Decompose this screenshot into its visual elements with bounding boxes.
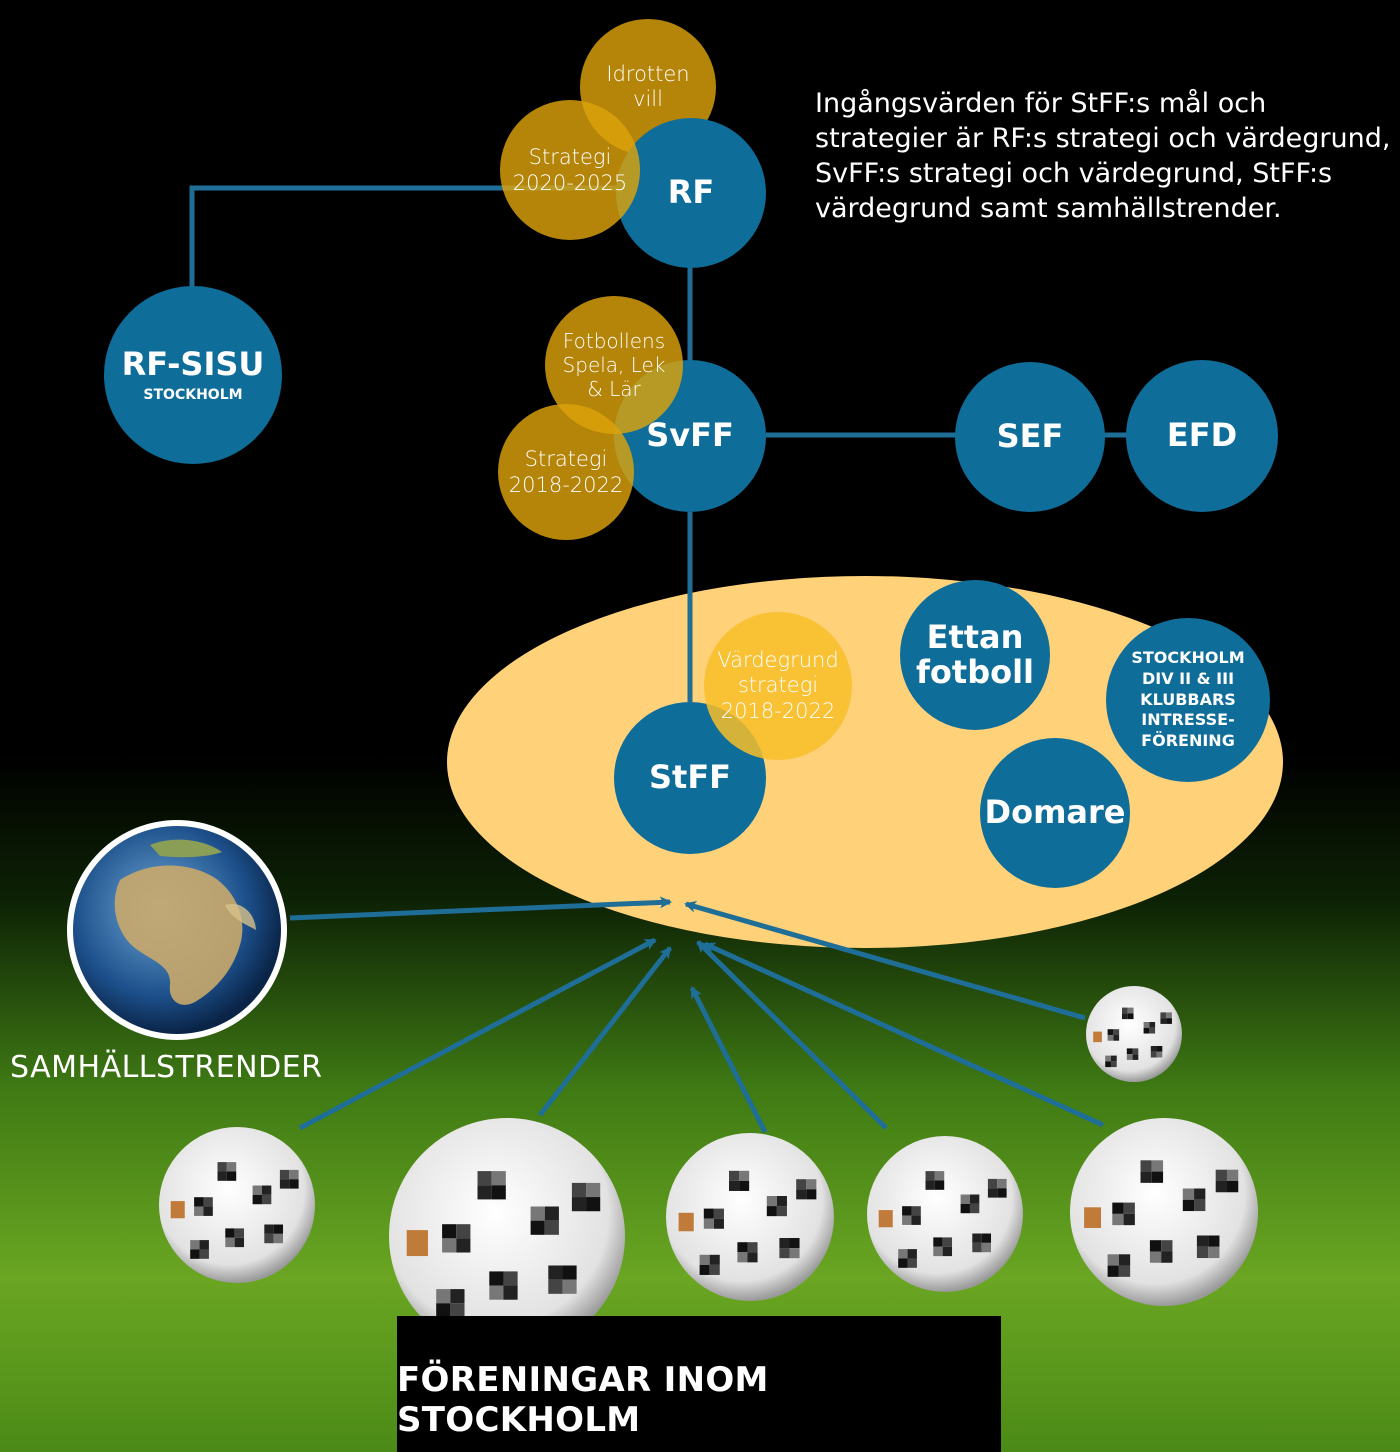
fotbollens-circle: Fotbollens Spela, Lek & Lär [545, 296, 683, 434]
globe-icon [67, 820, 287, 1040]
footer-label: FÖRENINGAR INOM STOCKHOLM [397, 1360, 769, 1440]
soccer-ball-icon [1070, 1118, 1258, 1306]
input-arrows [289, 896, 1105, 1134]
soccer-ball-icon [159, 986, 1258, 1354]
stff-vardegrund-circle: Värdegrund strategi 2018-2022 [704, 612, 852, 760]
rf-node: RF [616, 118, 766, 268]
soccer-ball-icon [666, 1133, 834, 1301]
efd-node: EFD [1126, 360, 1278, 512]
rf-strategy-circle: Strategi 2020-2025 [500, 100, 640, 240]
sef-node: SEF [955, 362, 1105, 512]
intro-text: Ingångsvärden för StFF:s mål och strateg… [815, 88, 1391, 225]
soccer-ball-icon [389, 1118, 625, 1354]
soccer-ball-icon [159, 1127, 315, 1283]
klubbar-node: STOCKHOLM DIV II & III KLUBBARS INTRESSE… [1106, 618, 1270, 782]
rf-sisu-node: RF-SISU STOCKHOLM [104, 286, 282, 464]
samhallstrender-label: SAMHÄLLSTRENDER [10, 1050, 323, 1085]
domare-node: Domare [980, 738, 1130, 888]
soccer-ball-icon [867, 1136, 1023, 1292]
footer-banner: FÖRENINGAR INOM STOCKHOLM [397, 1316, 1001, 1452]
soccer-ball-icon [1086, 986, 1182, 1082]
ettan-fotboll-node: Ettan fotboll [900, 580, 1050, 730]
svff-strategy-circle: Strategi 2018-2022 [498, 404, 634, 540]
